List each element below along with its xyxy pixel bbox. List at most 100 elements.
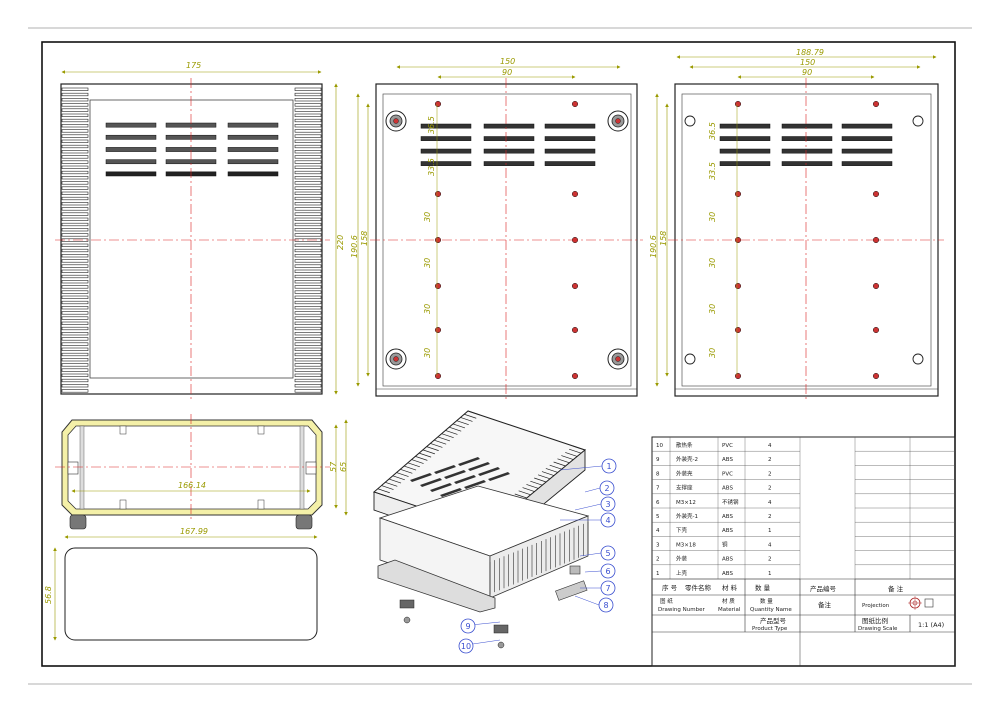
part-material: ABS [722,528,733,534]
dim-rear-v3a: 30 [708,212,717,222]
cooling-fin [294,337,322,341]
cooling-fin [294,150,322,154]
vent-slot [420,136,472,141]
cooling-fin [294,87,322,91]
corner-hole [912,115,924,127]
isometric-vent [434,465,456,474]
part-name: 外装壳 [676,469,693,477]
cooling-fin [294,274,322,279]
part-number: 9 [656,457,660,463]
part-number: 10 [656,443,663,449]
model-label: 产品型号 [760,616,787,625]
cooling-fin [61,264,89,268]
isometric-fin [549,464,562,470]
cooling-fin [294,358,322,362]
balloon-label: 6 [605,567,610,576]
cooling-fin [61,129,89,133]
vent-slot [483,136,535,141]
header-material: 材 料 [722,583,738,592]
mounting-hole [434,372,442,380]
part-number: 7 [656,486,660,492]
part-material: ABS [722,457,733,463]
cooling-fin [294,202,322,206]
front-view: 175 220 [55,61,345,400]
header-no: 序 号 [662,583,678,592]
mounting-hole [872,100,880,108]
cooling-fin [61,389,89,393]
cooling-fin [61,103,89,107]
cooling-fin [294,326,322,331]
isometric-fin [518,490,531,496]
isometric-vent [410,473,432,482]
cooling-fin [61,248,89,253]
mounting-hole [571,100,579,108]
cooling-fin [61,384,89,388]
vent-slot [544,148,596,154]
part-name: M3×18 [676,542,696,548]
cooling-fin [294,389,322,393]
cooling-fin [294,352,322,357]
header-qty-en: Quantity Name [750,607,792,613]
mounting-hole [872,326,880,334]
isometric-fin [553,461,566,467]
part-name: M3×12 [676,500,696,506]
vent-slot [227,171,279,177]
mounting-hole [571,282,579,290]
cooling-fin [294,118,322,123]
part-quantity: 2 [768,514,772,520]
mounting-hole [872,372,880,380]
cooling-fin [294,311,322,315]
dim-rear-v3b: 30 [708,258,717,268]
balloon [599,480,615,496]
dim-rear-mid: 150 [800,58,815,67]
cooling-fin [61,269,89,273]
mounting-hole [434,282,442,290]
cooling-fin [61,124,89,128]
balloon-label: 10 [461,642,471,651]
vent-slot [105,134,157,140]
rear-mounting-holes [684,100,924,380]
cooling-fin [294,285,322,289]
cooling-fin [294,98,322,102]
vent-slot [105,159,157,165]
cooling-fins-right [294,87,322,393]
cooling-fin [61,207,89,211]
cooling-fin [61,316,89,320]
vent-slot [227,122,279,128]
cooling-fin [294,144,322,149]
vent-slot [544,161,596,166]
balloon [600,512,616,528]
drawing-frame [41,41,956,667]
vent-slot [719,123,771,129]
cooling-fin [294,176,322,180]
isometric-bottom-fins [489,522,589,594]
vent-slot [781,123,833,129]
part-quantity: 4 [768,443,772,449]
header-qty: 数 量 [755,583,771,592]
cooling-fin [61,300,89,305]
vent-slot [544,123,596,129]
balloon [600,496,616,512]
cooling-fin [61,352,89,357]
corner-hole [684,115,696,127]
cooling-fin [61,165,89,169]
corner-hole [912,353,924,365]
balloon-label: 4 [605,516,610,525]
cooling-fin [294,103,322,107]
isometric-vent [420,478,442,487]
cooling-fin [294,191,322,195]
dim-bottom-h1: 190.6 [350,235,359,258]
part-material: ABS [722,557,733,563]
dim-bottom-outer: 150 [500,57,515,66]
rubber-feet [385,110,629,370]
mounting-hole [571,326,579,334]
vent-slot [841,136,893,141]
cooling-fin [294,264,322,268]
cooling-fins-left [61,87,89,393]
part-number: 5 [656,514,660,520]
cooling-fin [294,160,322,164]
